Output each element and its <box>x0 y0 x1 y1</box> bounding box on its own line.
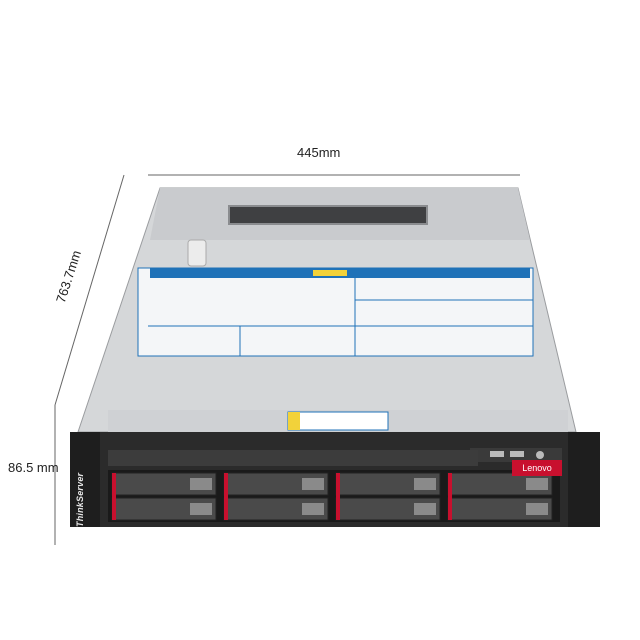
service-label <box>137 267 534 357</box>
series-logo: ThinkServer <box>75 472 85 527</box>
rear-vent <box>228 205 428 225</box>
left-rack-ear <box>70 432 100 527</box>
maker-logo: Lenovo <box>512 460 562 476</box>
front-vent <box>108 450 478 466</box>
usb-port <box>490 451 504 457</box>
dimension-lines <box>54 174 520 545</box>
height-dimension-label: 86.5 mm <box>8 460 59 475</box>
usb-port <box>510 451 524 457</box>
depth-dimension-line <box>54 174 125 406</box>
drive-bays <box>108 470 560 522</box>
front-info-label <box>287 411 389 431</box>
right-rack-ear <box>568 432 600 527</box>
release-latch <box>187 239 207 267</box>
width-dimension-label: 445mm <box>297 145 341 160</box>
power-button <box>536 451 544 459</box>
